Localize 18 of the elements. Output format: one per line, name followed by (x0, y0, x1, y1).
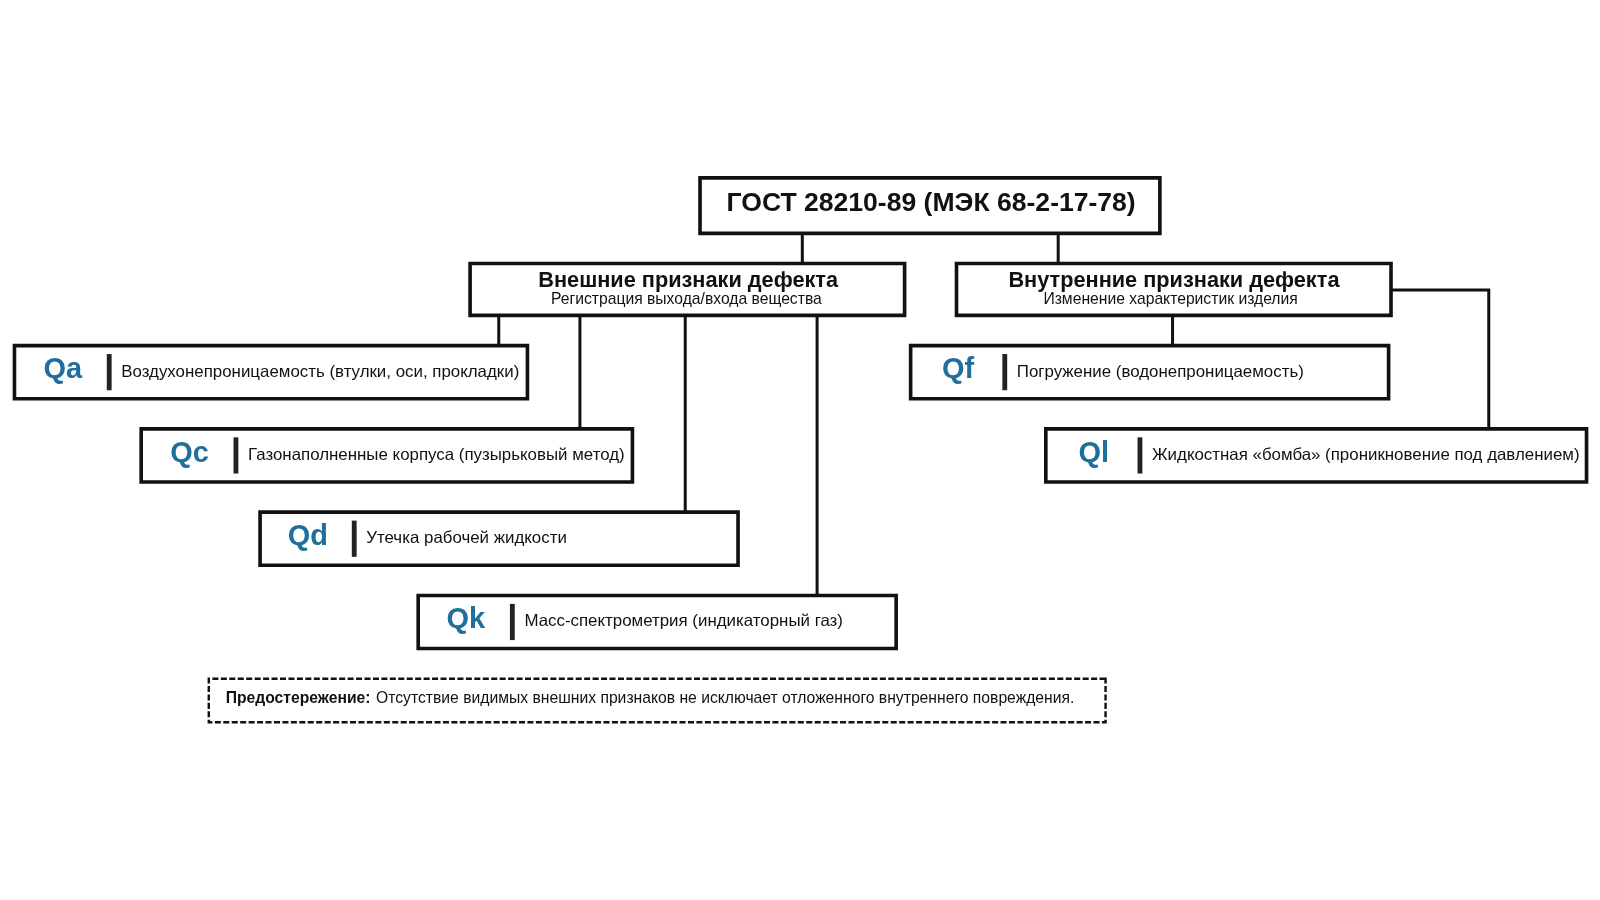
node-box: Внешние признаки дефекта Регистрация выхода/входа вещества (467, 261, 906, 318)
connector (815, 315, 819, 596)
connector (577, 315, 581, 429)
node-box: ГОСТ 28210-89 (МЭК 68-2-17-78) (697, 176, 1162, 236)
connector (1390, 288, 1490, 429)
node-box: Qk Масс-спектрометрия (индикаторный газ) (415, 593, 898, 651)
node-box: Qf Погружение (водонепроницаемость) (908, 343, 1390, 401)
connector (683, 315, 687, 513)
node-box: Qc Газонаполненные корпуса (пузырьковый метод) (138, 427, 634, 484)
connector (496, 315, 500, 346)
node-box: Qd Утечка рабочей жидкости (257, 510, 740, 568)
connector (1056, 233, 1060, 264)
node-box: Qa Воздухонепроницаемость (втулки, оси, прокладки) (12, 343, 529, 401)
connector (1170, 315, 1174, 346)
node-box: Внутренние признаки дефекта Изменение характеристик изделия (954, 261, 1393, 318)
node-box: Ql Жидкостная «бомба» (проникновение под давлением) (1043, 427, 1588, 484)
connector (800, 233, 804, 264)
node-box: Предостережение: Отсутствие видимых внешних признаков не исключает отложенного внутреннего повреждения. (207, 677, 1107, 724)
